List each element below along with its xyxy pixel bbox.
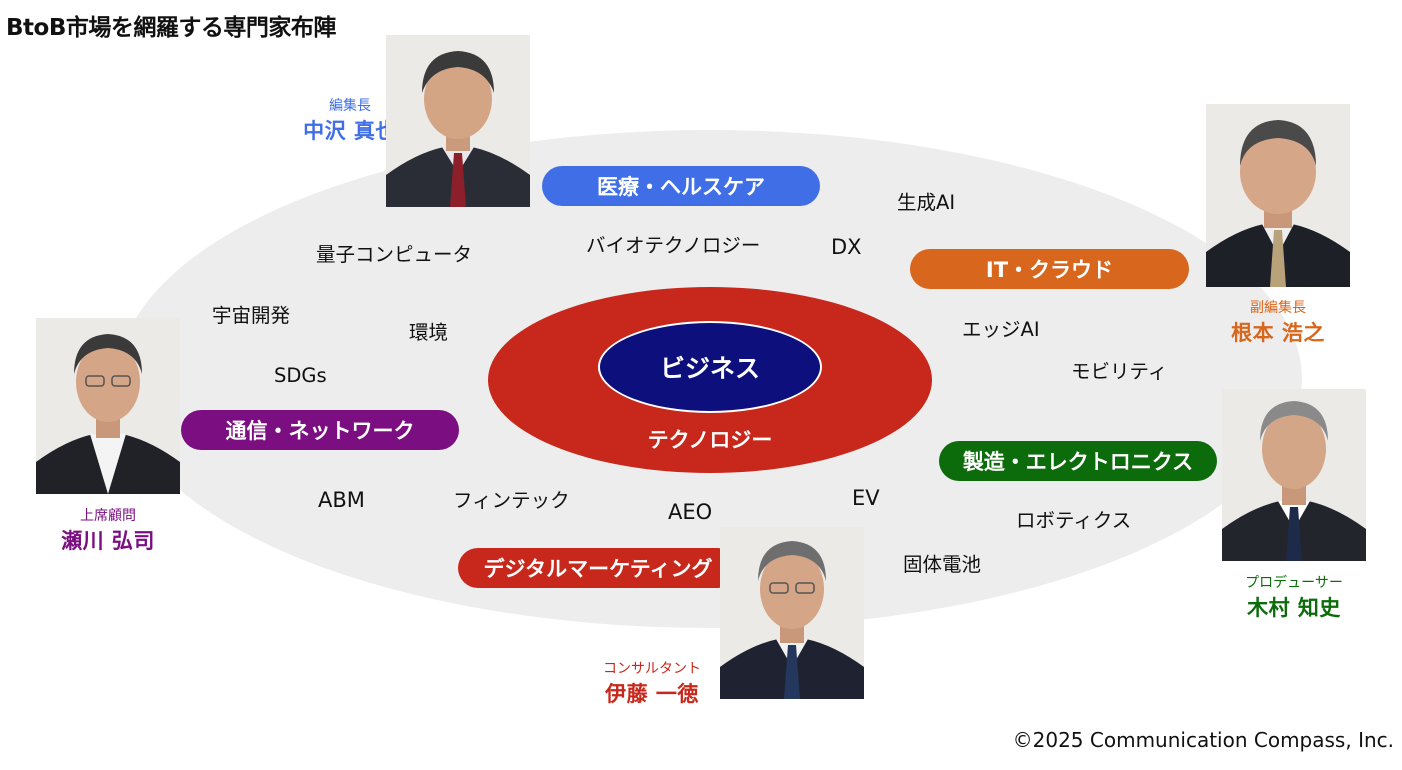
keyword-space: 宇宙開発 xyxy=(212,304,291,327)
kimura-photo xyxy=(1222,389,1366,561)
category-manufacturing-label: 製造・エレクトロニクス xyxy=(962,450,1194,474)
category-marketing-label: デジタルマーケティング xyxy=(483,557,713,581)
keyword-bio: バイオテクノロジー xyxy=(586,234,761,257)
keyword-ev: EV xyxy=(852,486,880,510)
nakazawa-name: 中沢 真也 xyxy=(303,119,397,143)
category-it-label: IT・クラウド xyxy=(985,258,1114,282)
keyword-edgeai: エッジAI xyxy=(962,318,1040,341)
category-it: IT・クラウド xyxy=(910,249,1189,289)
category-network: 通信・ネットワーク xyxy=(181,410,459,450)
ito-role: コンサルタント xyxy=(603,661,701,677)
segawa-photo xyxy=(36,318,180,494)
keyword-dx: DX xyxy=(831,235,862,259)
keyword-genai: 生成AI xyxy=(897,191,956,214)
keyword-mobility: モビリティ xyxy=(1071,360,1168,383)
keyword-environment: 環境 xyxy=(409,321,449,344)
nemoto-name: 根本 浩之 xyxy=(1231,321,1325,345)
keyword-aeo: AEO xyxy=(668,500,713,524)
category-medical-label: 医療・ヘルスケア xyxy=(597,175,765,199)
category-medical: 医療・ヘルスケア xyxy=(542,166,820,206)
kimura-role: プロデューサー xyxy=(1245,575,1343,591)
copyright: ©2025 Communication Compass, Inc. xyxy=(1012,728,1394,752)
ito-name: 伊藤 一徳 xyxy=(605,682,699,706)
category-marketing: デジタルマーケティング xyxy=(458,548,738,588)
keyword-abm: ABM xyxy=(318,488,365,512)
nakazawa-photo xyxy=(386,35,530,207)
keyword-battery: 固体電池 xyxy=(903,553,982,576)
segawa-role: 上席顧問 xyxy=(80,508,136,524)
keyword-fintech: フィンテック xyxy=(453,489,570,512)
business-label: ビジネス xyxy=(659,354,760,383)
nemoto-photo xyxy=(1206,104,1350,287)
category-manufacturing: 製造・エレクトロニクス xyxy=(939,441,1217,481)
page-title: BtoB市場を網羅する専門家布陣 xyxy=(6,15,336,41)
business-ellipse: ビジネス xyxy=(598,321,822,413)
keyword-quantum: 量子コンピュータ xyxy=(316,243,473,266)
segawa-name: 瀬川 弘司 xyxy=(61,529,155,553)
ito-photo xyxy=(720,527,864,699)
category-network-label: 通信・ネットワーク xyxy=(225,419,415,443)
keyword-sdgs: SDGs xyxy=(274,364,327,387)
keyword-robotics: ロボティクス xyxy=(1016,509,1132,532)
nakazawa-role: 編集長 xyxy=(329,98,371,114)
nemoto-role: 副編集長 xyxy=(1250,300,1306,316)
kimura-name: 木村 知史 xyxy=(1247,596,1341,620)
technology-label: テクノロジー xyxy=(647,428,773,452)
